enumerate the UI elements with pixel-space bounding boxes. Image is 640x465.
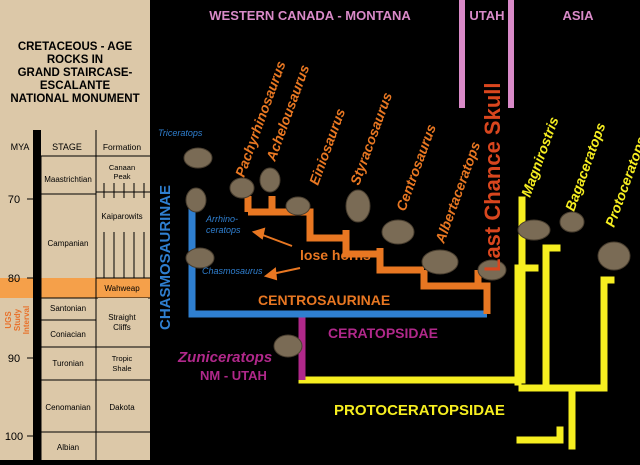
skull-einiosaurus [285,196,311,216]
label-triceratops: Triceratops [158,128,203,138]
panel-title-line-3: GRAND STAIRCASE- [18,67,133,79]
label-zuniceratops-location: NM - UTAH [200,368,267,383]
mya-tick-100: 100 [5,431,23,443]
label-magnirostris: Magnirostris [518,114,562,199]
skull-magnirostris [517,219,551,241]
divider-utah-left [459,0,465,108]
label-arrhinoceratops-2: ceratops [206,225,241,235]
region-utah: UTAH [469,8,504,23]
ugs-label-1: UGS [4,311,13,329]
panel-title-line-4: ESCALANTE [40,80,111,92]
label-einiosaurus: Einiosaurus [306,106,349,187]
chasmosaurinae-branch [188,208,487,318]
mya-header: MYA [11,142,30,152]
formation-dakota: Dakota [109,403,135,412]
stratigraphy-chart: CRETACEOUS - AGE ROCKS IN GRAND STAIRCAS… [0,41,150,460]
ugs-label-2: Study [13,308,22,331]
region-asia: ASIA [562,8,594,23]
region-west: WESTERN CANADA - MONTANA [209,8,411,23]
skull-protoceratops [597,241,631,271]
skull-albertaceratops [421,249,459,275]
stratigraphy-panel: CRETACEOUS - AGE ROCKS IN GRAND STAIRCAS… [0,0,150,460]
label-last-chance-skull: Last Chance Skull [480,82,505,272]
skull-arrhinoceratops [185,187,207,213]
time-rail [33,130,41,460]
skull-achelousaurus [259,167,281,193]
stage-header: STAGE [52,142,82,152]
panel-title-line-5: NATIONAL MONUMENT [10,93,139,105]
skull-bagaceratops [559,211,585,233]
phylogeny-panel: WESTERN CANADA - MONTANA UTAH ASIA lose … [150,0,640,460]
mya-tick-90: 90 [8,353,20,365]
stage-maastrichtian: Maastrichtian [44,175,92,184]
formation-kaiparowits: Kaiparowits [101,212,142,221]
skull-pachyrhinosaurus [229,177,255,199]
formation-canaan: Canaan [109,163,135,172]
skull-styracosaurus [345,189,371,223]
clade-chasmosaurinae: CHASMOSAURINAE [157,185,174,330]
lose-horns-annotation: lose horns [300,247,371,263]
label-zuniceratops: Zuniceratops [177,349,272,366]
stage-coniacian: Coniacian [50,330,86,339]
stage-albian: Albian [57,443,79,452]
formation-wahweap: Wahweap [104,284,140,293]
clade-centrosaurinae: CENTROSAURINAE [258,292,390,308]
label-protoceratops: Protoceratops [602,134,640,229]
stage-turonian: Turonian [52,359,83,368]
stage-santonian: Santonian [50,304,86,313]
skull-last-chance [477,259,507,281]
formation-peak: Peak [113,172,130,181]
label-bagaceratops: Bagaceratops [562,120,609,213]
label-arrhinoceratops-1: Arrhino- [205,214,238,224]
stage-cenomanian: Cenomanian [45,403,90,412]
ugs-label-3: Interval [22,306,31,334]
formation-shale: Shale [112,364,131,373]
label-centrosaurus: Centrosaurus [393,122,439,213]
clade-protoceratopsidae: PROTOCERATOPSIDAE [334,402,505,419]
phylogeny-diagram: WESTERN CANADA - MONTANA UTAH ASIA lose … [157,0,640,450]
formation-tropic: Tropic [112,354,133,363]
label-albertaceratops: Albertaceratops [431,139,483,246]
panel-title-line-1: CRETACEOUS - AGE [18,41,133,53]
mya-tick-80: 80 [8,273,20,285]
protoceratopsidae-stem [568,276,615,450]
clade-ceratopsidae: CERATOPSIDAE [328,325,438,341]
formation-straight: Straight [108,313,136,322]
stage-campanian: Campanian [48,239,89,248]
panel-title-line-2: ROCKS IN [47,54,103,66]
formation-header: Formation [103,142,142,152]
mya-tick-70: 70 [8,194,20,206]
formation-cliffs: Cliffs [113,323,131,332]
label-chasmosaurus: Chasmosaurus [202,266,263,276]
divider-utah-right [508,0,514,108]
label-styracosaurus: Styracosaurus [347,90,395,187]
skull-triceratops [183,147,213,169]
skull-centrosaurus [381,219,415,245]
skull-chasmosaurus [185,247,215,269]
skull-zuniceratops [273,334,303,358]
